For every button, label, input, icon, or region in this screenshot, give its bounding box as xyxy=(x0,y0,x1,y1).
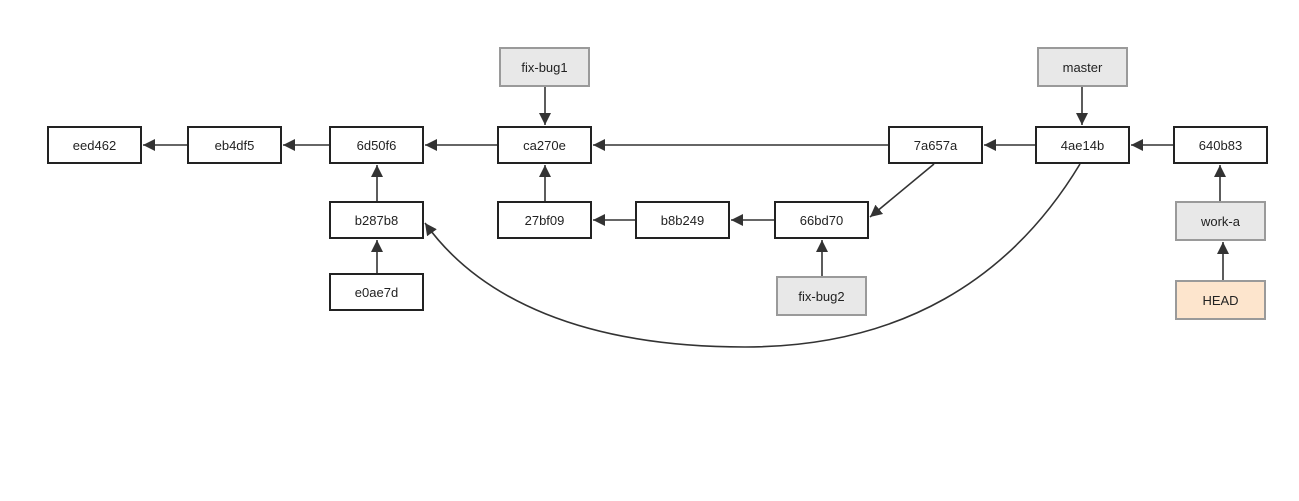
commit-b8b249[interactable]: b8b249 xyxy=(635,201,730,239)
commit-27bf09[interactable]: 27bf09 xyxy=(497,201,592,239)
branch-work-a[interactable]: work-a xyxy=(1175,201,1266,241)
commit-e0ae7d[interactable]: e0ae7d xyxy=(329,273,424,311)
head-pointer[interactable]: HEAD xyxy=(1175,280,1266,320)
branch-master[interactable]: master xyxy=(1037,47,1128,87)
commit-4ae14b[interactable]: 4ae14b xyxy=(1035,126,1130,164)
branch-fix-bug2[interactable]: fix-bug2 xyxy=(776,276,867,316)
edge-66bd70-7a657a xyxy=(869,163,935,218)
commit-b287b8[interactable]: b287b8 xyxy=(329,201,424,239)
commit-ca270e[interactable]: ca270e xyxy=(497,126,592,164)
commit-7a657a[interactable]: 7a657a xyxy=(888,126,983,164)
branch-fix-bug1[interactable]: fix-bug1 xyxy=(499,47,590,87)
commit-66bd70[interactable]: 66bd70 xyxy=(774,201,869,239)
edge-4ae14b-b287b8 xyxy=(424,163,1081,348)
commit-eed462[interactable]: eed462 xyxy=(47,126,142,164)
commit-640b83[interactable]: 640b83 xyxy=(1173,126,1268,164)
commit-eb4df5[interactable]: eb4df5 xyxy=(187,126,282,164)
commit-6d50f6[interactable]: 6d50f6 xyxy=(329,126,424,164)
